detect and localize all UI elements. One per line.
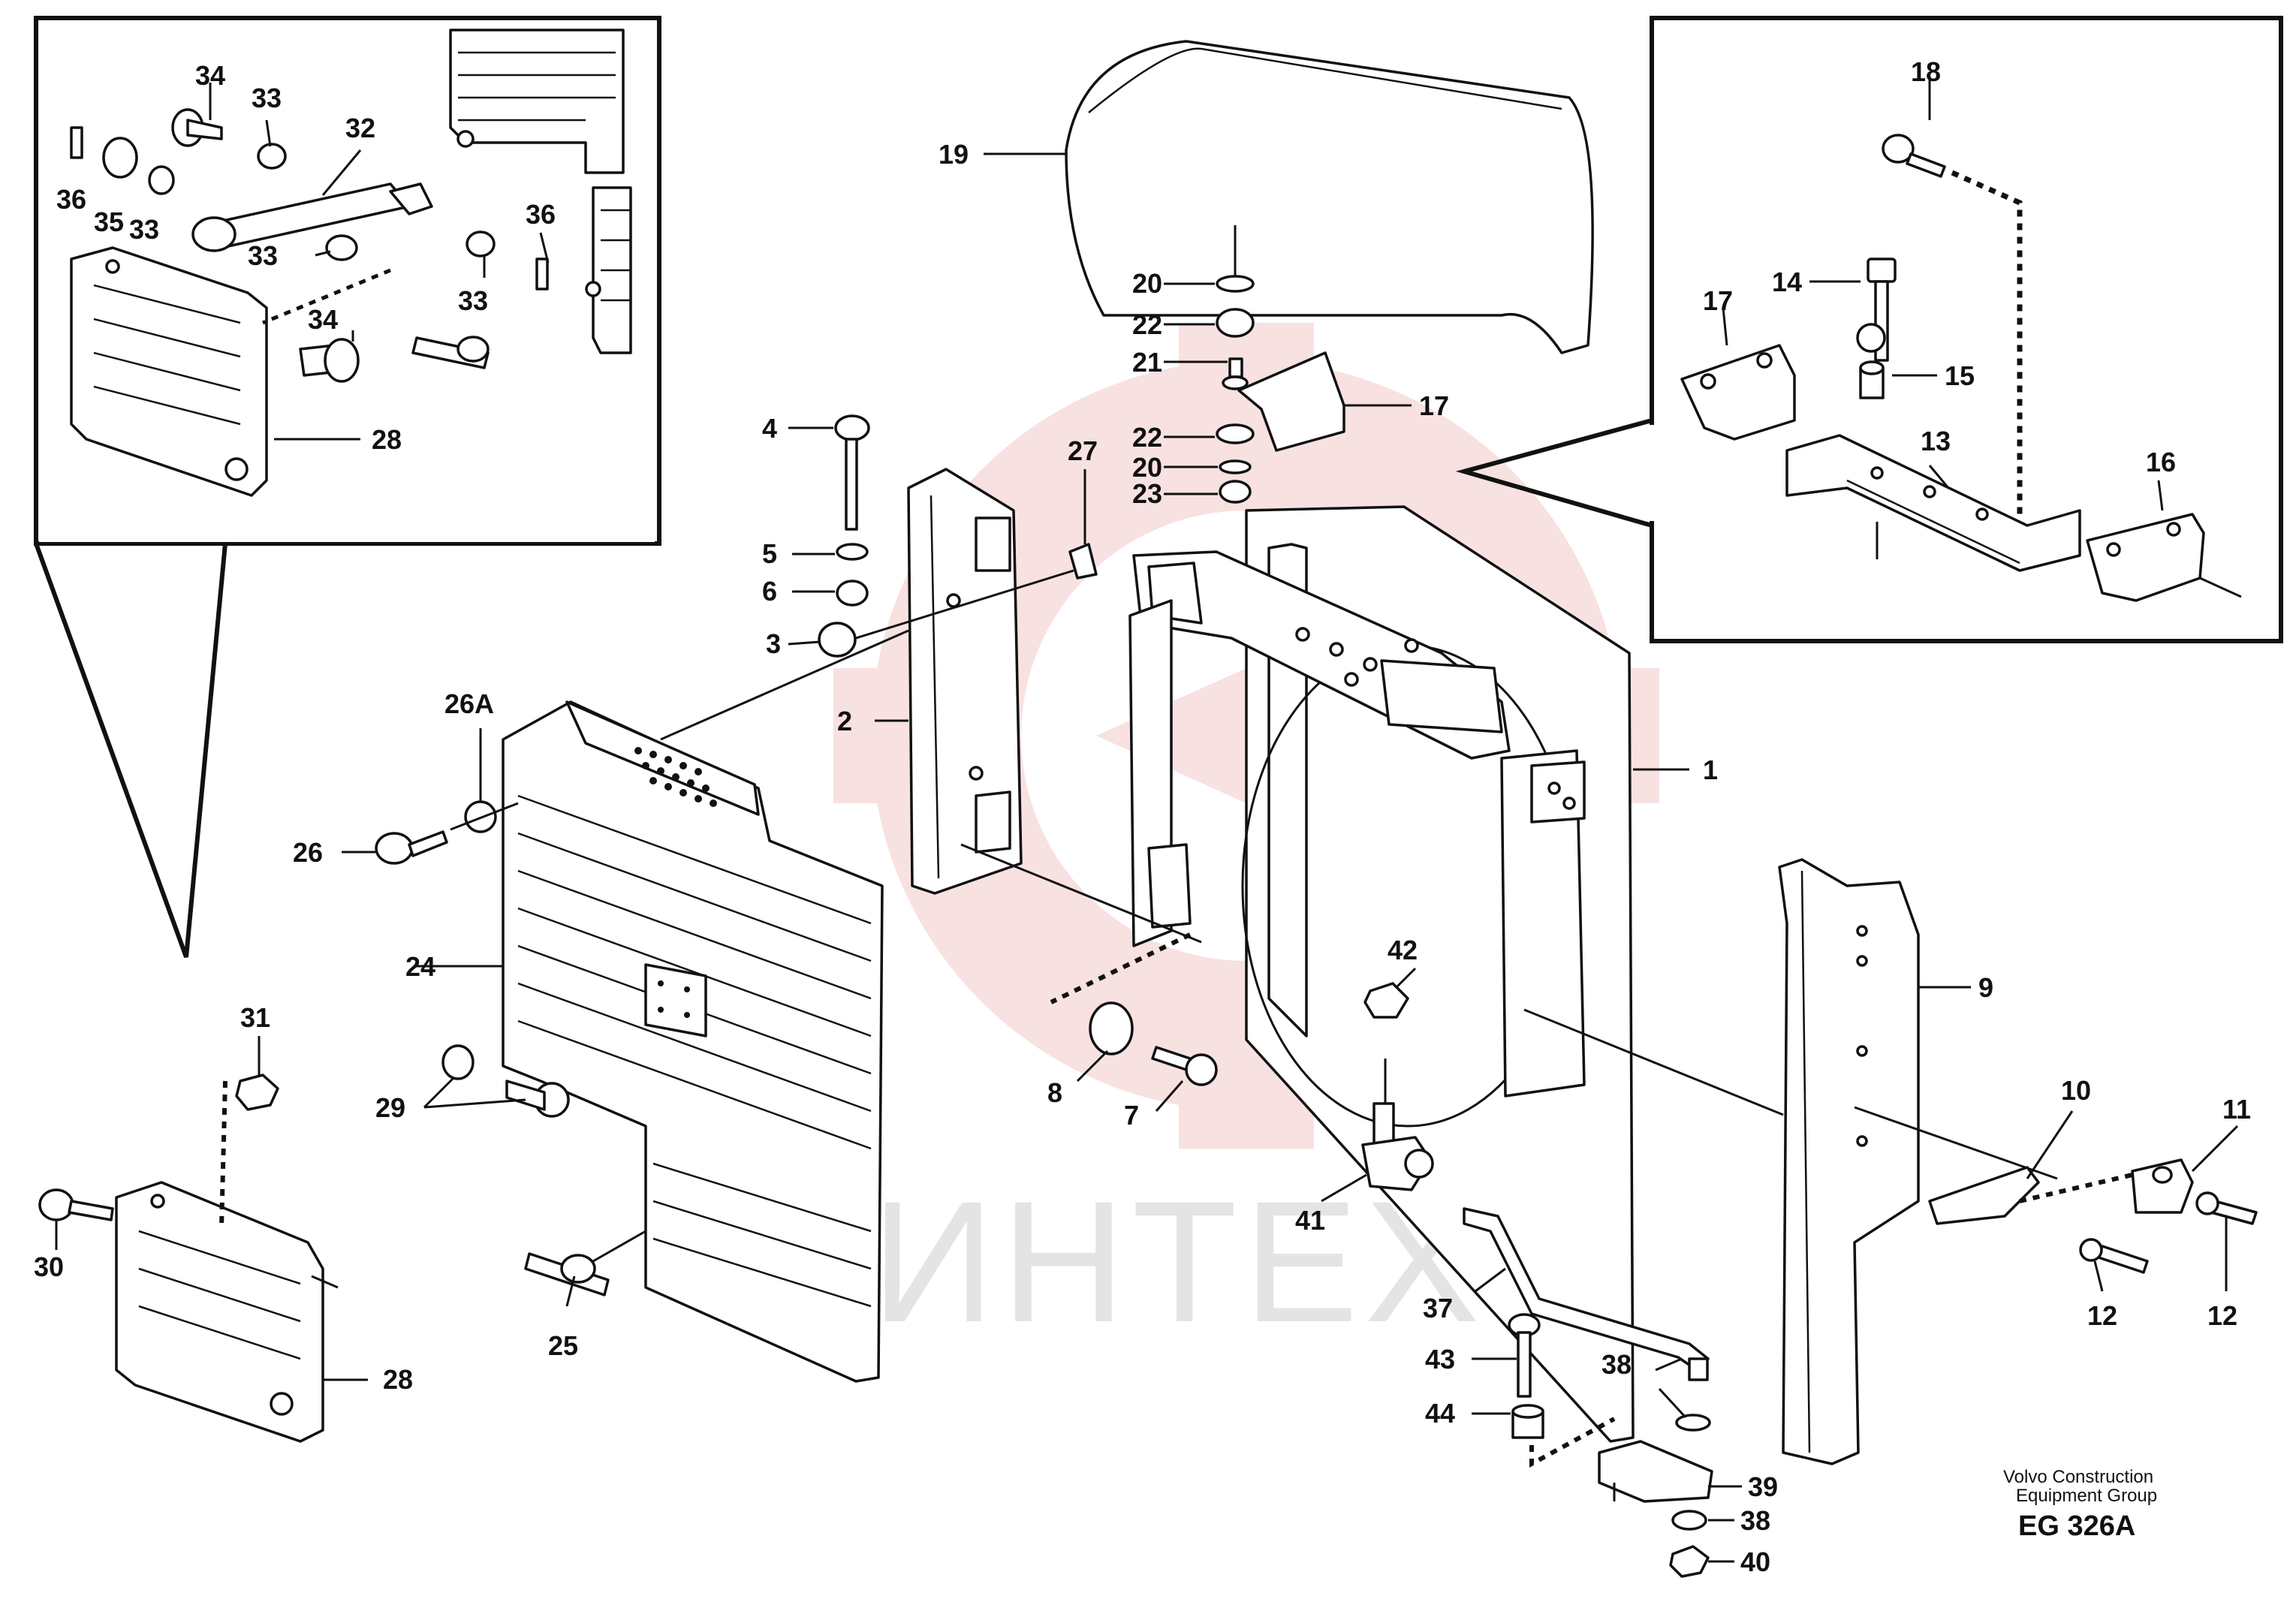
- part-label: 24: [405, 951, 435, 982]
- part-label: 31: [240, 1002, 270, 1033]
- top-cover-assembly: [984, 40, 1594, 504]
- part-label: 33: [252, 83, 282, 113]
- part-label: 40: [1740, 1546, 1770, 1577]
- footer-block: Volvo Construction Equipment Group EG 32…: [2003, 1467, 2157, 1542]
- part-label: 20: [1132, 452, 1162, 483]
- part-label: 21: [1132, 347, 1162, 378]
- grille-perforations: [634, 747, 717, 807]
- part-label: 28: [372, 424, 402, 455]
- part-label: 35: [94, 206, 124, 237]
- part-label: 38: [1740, 1505, 1770, 1536]
- part-label: 15: [1945, 360, 1975, 391]
- part-label: 34: [308, 304, 338, 335]
- part-label: 17: [1419, 390, 1449, 421]
- part-label: 8: [1047, 1077, 1062, 1108]
- part-label: 29: [375, 1092, 405, 1123]
- part-label: 11: [2222, 1094, 2251, 1125]
- part-label: 36: [526, 199, 556, 230]
- part-label: 6: [762, 576, 777, 607]
- part-label: 32: [345, 113, 375, 143]
- part-label: 23: [1132, 478, 1162, 509]
- part-label: 39: [1748, 1471, 1778, 1502]
- part-label: 3: [766, 628, 781, 659]
- spacer-and-bolt: [1050, 932, 1218, 1112]
- part-label: 14: [1772, 266, 1802, 297]
- part-label: 36: [56, 184, 86, 215]
- part-labels: 1 2 3 4 5 6 7 8 9 10 11 12 12 13 14 15 1…: [34, 56, 2251, 1577]
- part-label: 9: [1978, 972, 1993, 1003]
- part-label: 2: [837, 706, 852, 736]
- part-label: 19: [939, 139, 969, 170]
- drain-pipe-assembly: [1321, 1058, 1742, 1578]
- part-label: 12: [2207, 1300, 2237, 1331]
- radiator-frame-assembly: [1128, 505, 1689, 1443]
- part-label: 38: [1601, 1349, 1632, 1380]
- company-name-line1: Volvo Construction: [2003, 1467, 2153, 1487]
- part-label: 17: [1703, 285, 1733, 316]
- part-label: 43: [1425, 1344, 1455, 1375]
- part-label: 22: [1132, 309, 1162, 340]
- side-plate-9: [1523, 858, 2258, 1465]
- part-label: 26A: [444, 688, 494, 719]
- part-label: 42: [1388, 935, 1418, 965]
- part-label: 33: [129, 214, 159, 245]
- part-label: 1: [1703, 754, 1718, 785]
- company-name-line2: Equipment Group: [2016, 1486, 2157, 1506]
- part-label: 26: [293, 837, 323, 868]
- grille-panel-24: [342, 700, 884, 1383]
- part-label: 18: [1911, 56, 1941, 87]
- part-label: 13: [1921, 426, 1951, 456]
- part-label: 20: [1132, 268, 1162, 299]
- lower-small-panel-28: [38, 1036, 368, 1443]
- part-label: 7: [1124, 1100, 1139, 1131]
- part-label: 22: [1132, 422, 1162, 453]
- part-label: 34: [195, 60, 225, 91]
- part-label: 27: [1068, 435, 1098, 466]
- part-label: 12: [2087, 1300, 2117, 1331]
- part-label: 44: [1425, 1398, 1455, 1429]
- right-detail-inset: [1455, 16, 2283, 643]
- drawing-code: EG 326A: [2018, 1510, 2135, 1542]
- part-label: 33: [458, 285, 488, 316]
- part-label: 16: [2146, 447, 2176, 477]
- part-label: 33: [248, 240, 278, 271]
- part-label: 5: [762, 538, 777, 569]
- part-label: 41: [1295, 1205, 1325, 1236]
- watermark-text: ИНТЕХ: [871, 1165, 1486, 1358]
- part-label: 25: [548, 1330, 578, 1361]
- side-plate-2: [660, 414, 1202, 944]
- left-detail-inset: [34, 16, 661, 959]
- part-label: 10: [2061, 1075, 2091, 1106]
- part-label: 30: [34, 1251, 64, 1282]
- part-label: 28: [383, 1364, 413, 1395]
- part-label: 4: [762, 413, 777, 444]
- part-label: 37: [1423, 1293, 1453, 1323]
